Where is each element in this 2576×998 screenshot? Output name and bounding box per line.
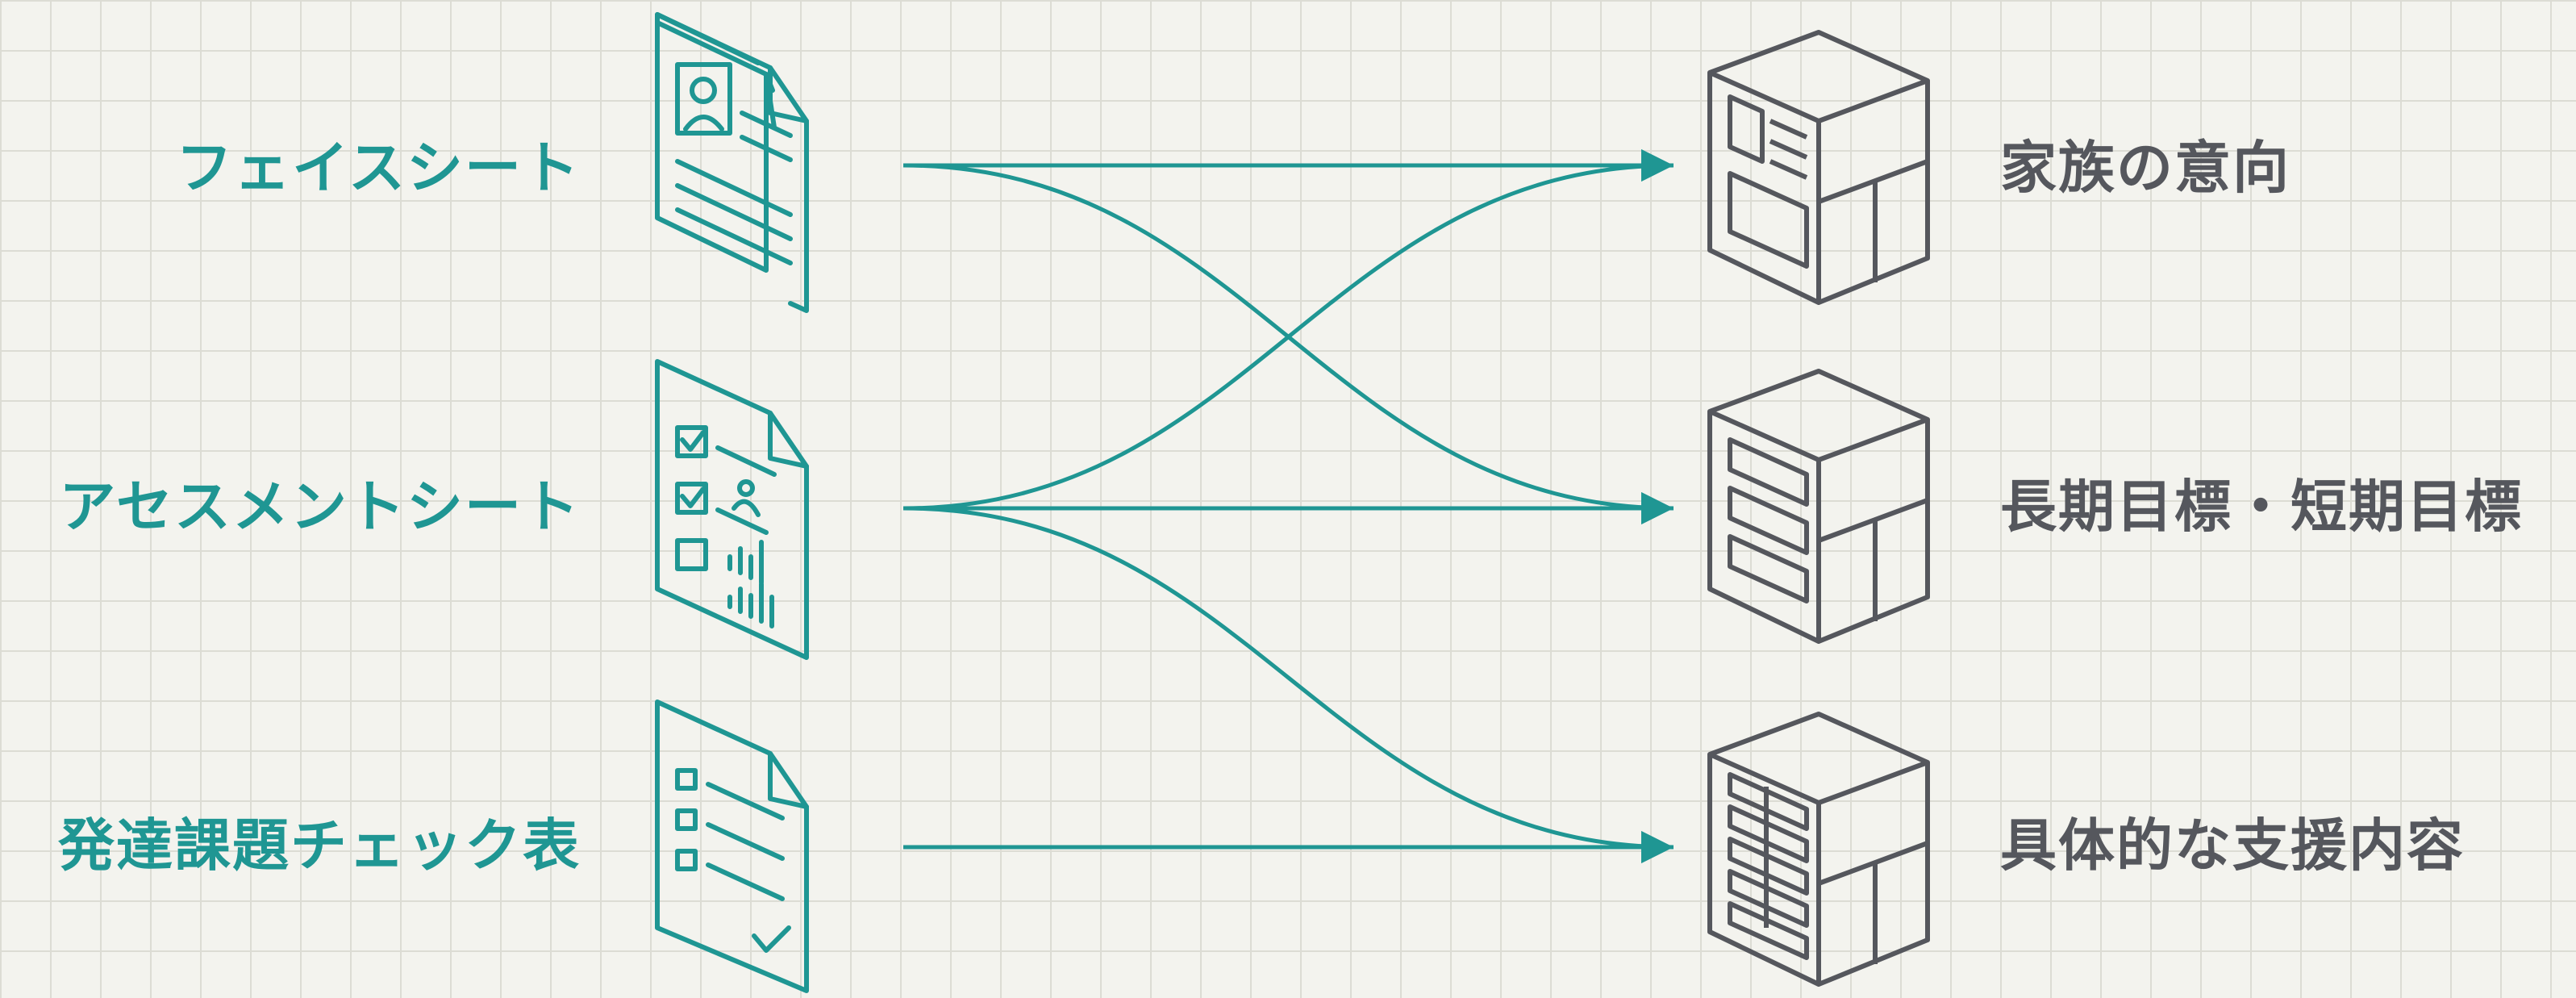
connections	[902, 149, 1674, 863]
source-label-development-checklist: 発達課題チェック表	[58, 812, 581, 879]
connection-arrow-1-0	[902, 149, 1674, 511]
source-label-assessment-sheet: アセスメントシート	[59, 474, 581, 540]
connection-arrow-1-2	[902, 506, 1674, 863]
cabinet-icon	[1707, 712, 1930, 987]
source-label-face-sheet: フェイスシート	[176, 135, 581, 201]
output-label-goals: 長期目標・短期目標	[2000, 474, 2523, 540]
cabinet-icon	[1707, 30, 1930, 305]
output-label-family-wishes: 家族の意向	[2000, 135, 2290, 201]
checklist-chart-document-icon	[655, 359, 809, 660]
checklist-document-icon	[655, 699, 809, 993]
output-label-support-content: 具体的な支援内容	[2000, 812, 2465, 879]
cabinet-icon	[1707, 369, 1930, 644]
profile-document-icon	[655, 12, 809, 313]
